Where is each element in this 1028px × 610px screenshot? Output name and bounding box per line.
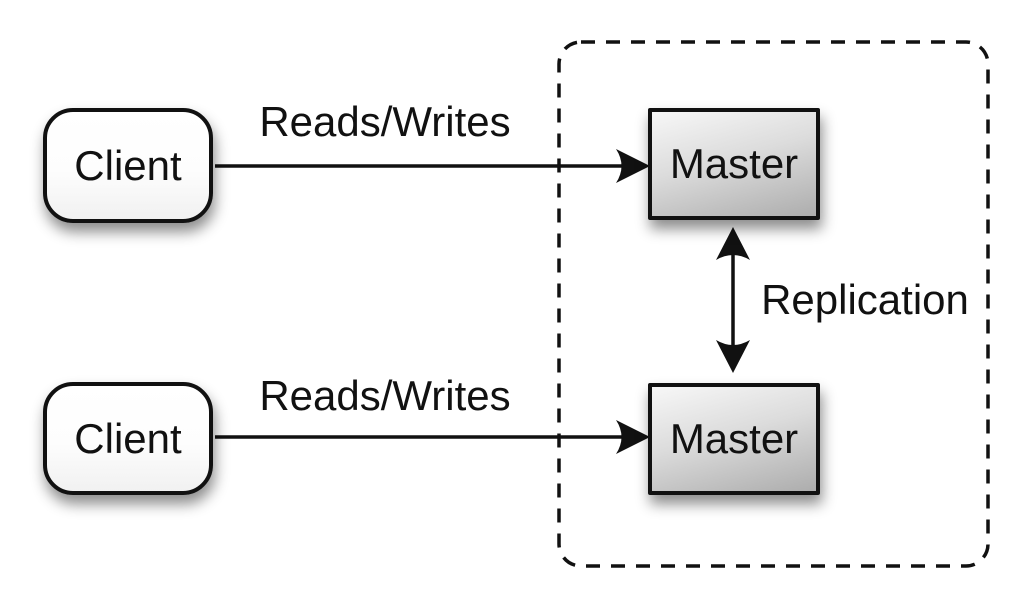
node-client-top-label: Client <box>74 141 182 189</box>
edge-replication <box>716 227 750 373</box>
edge-label-replication: Replication <box>761 276 969 323</box>
node-client-bottom: Client <box>43 382 213 495</box>
replication-zone-border <box>557 40 990 568</box>
node-client-bottom-label: Client <box>74 414 182 462</box>
arrowhead-up-icon <box>716 227 750 260</box>
edge-label-reads-writes-bottom: Reads/Writes <box>259 372 511 419</box>
node-client-top: Client <box>43 108 213 223</box>
node-master-top-label: Master <box>669 140 799 187</box>
node-master-bottom: Master <box>648 383 820 495</box>
edge-label-reads-writes-top: Reads/Writes <box>259 98 511 145</box>
node-master-bottom-label: Master <box>669 415 799 462</box>
arrowhead-right-icon <box>616 149 650 183</box>
node-master-top: Master <box>648 108 820 220</box>
edge-reads-writes-bottom <box>215 420 650 454</box>
arrowhead-right-icon <box>616 420 650 454</box>
arrowhead-down-icon <box>716 340 750 373</box>
edge-reads-writes-top <box>215 149 650 183</box>
